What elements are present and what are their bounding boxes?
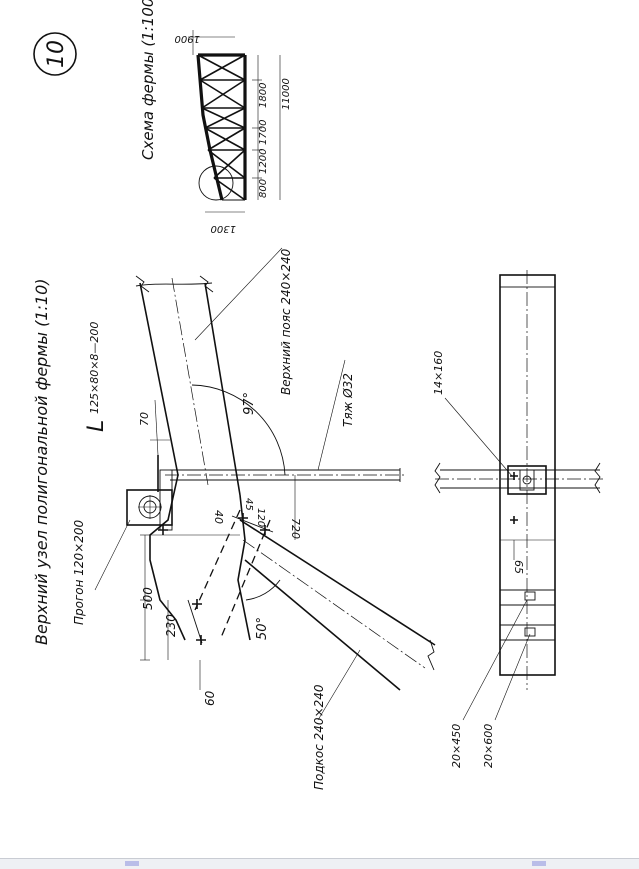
- dim-500: 500: [141, 587, 155, 610]
- dim-40: 40: [212, 510, 225, 524]
- scheme-dim-11000: 11000: [281, 78, 292, 110]
- label-bolt-14: 14×160: [432, 351, 445, 395]
- scroll-marker-left: [125, 861, 139, 866]
- sheet-number-badge: 10: [33, 32, 77, 76]
- label-top-chord: Верхний пояс 240×240: [279, 248, 293, 395]
- label-angle-steel: 125×80×8—200: [88, 322, 101, 414]
- label-purlin: Прогон 120×200: [72, 519, 86, 625]
- angle-arcs: 97° 50°: [191, 384, 286, 640]
- truss-scheme: Схема фермы (1:100) 1900 1300: [139, 0, 292, 234]
- dim-720: 720: [289, 518, 302, 539]
- main-title: Верхний узел полигональной фермы (1:10): [32, 278, 51, 645]
- label-tie: Тяж Ø32: [341, 373, 355, 427]
- viewer-bottom-bar: [0, 858, 639, 869]
- strut: [187, 509, 436, 691]
- plan-view: 65 14×160 20×450 20×600: [432, 270, 605, 768]
- label-strut: Подкос 240×240: [312, 684, 326, 790]
- label-bolt-450: 20×450: [450, 724, 463, 768]
- scheme-dim-1800: 1800: [258, 83, 269, 108]
- scheme-dim-800: 800: [258, 179, 269, 198]
- scheme-title: Схема фермы (1:100): [139, 0, 157, 160]
- scheme-dim-1200: 1200: [258, 149, 269, 174]
- main-title-text: Верхний узел полигональной фермы (1:10): [32, 278, 51, 645]
- angle-97: 97°: [242, 392, 257, 415]
- dim-70: 70: [138, 412, 151, 426]
- label-bolt-600: 20×600: [482, 724, 495, 768]
- bolt-marks: [158, 513, 270, 645]
- dimensions: 500 230 60 70 40 45 120 720: [138, 412, 302, 706]
- labels: L 125×80×8—200 Прогон 120×200 Верхний по…: [72, 247, 361, 790]
- scheme-dim-1900: 1900: [175, 33, 200, 44]
- scheme-dim-1300: 1300: [211, 223, 236, 234]
- scroll-marker-right: [532, 861, 546, 866]
- dim-65: 65: [512, 560, 525, 574]
- dim-60: 60: [203, 690, 217, 706]
- dim-120: 120: [255, 508, 266, 527]
- label-angle-steel-symbol: L: [84, 420, 109, 432]
- sheet-number: 10: [44, 40, 69, 68]
- scheme-dim-1700: 1700: [258, 120, 269, 145]
- purlin-section: [126, 455, 173, 531]
- angle-50: 50°: [255, 617, 270, 640]
- dim-45: 45: [243, 498, 254, 511]
- top-chord: [135, 275, 241, 496]
- dim-230: 230: [164, 614, 178, 637]
